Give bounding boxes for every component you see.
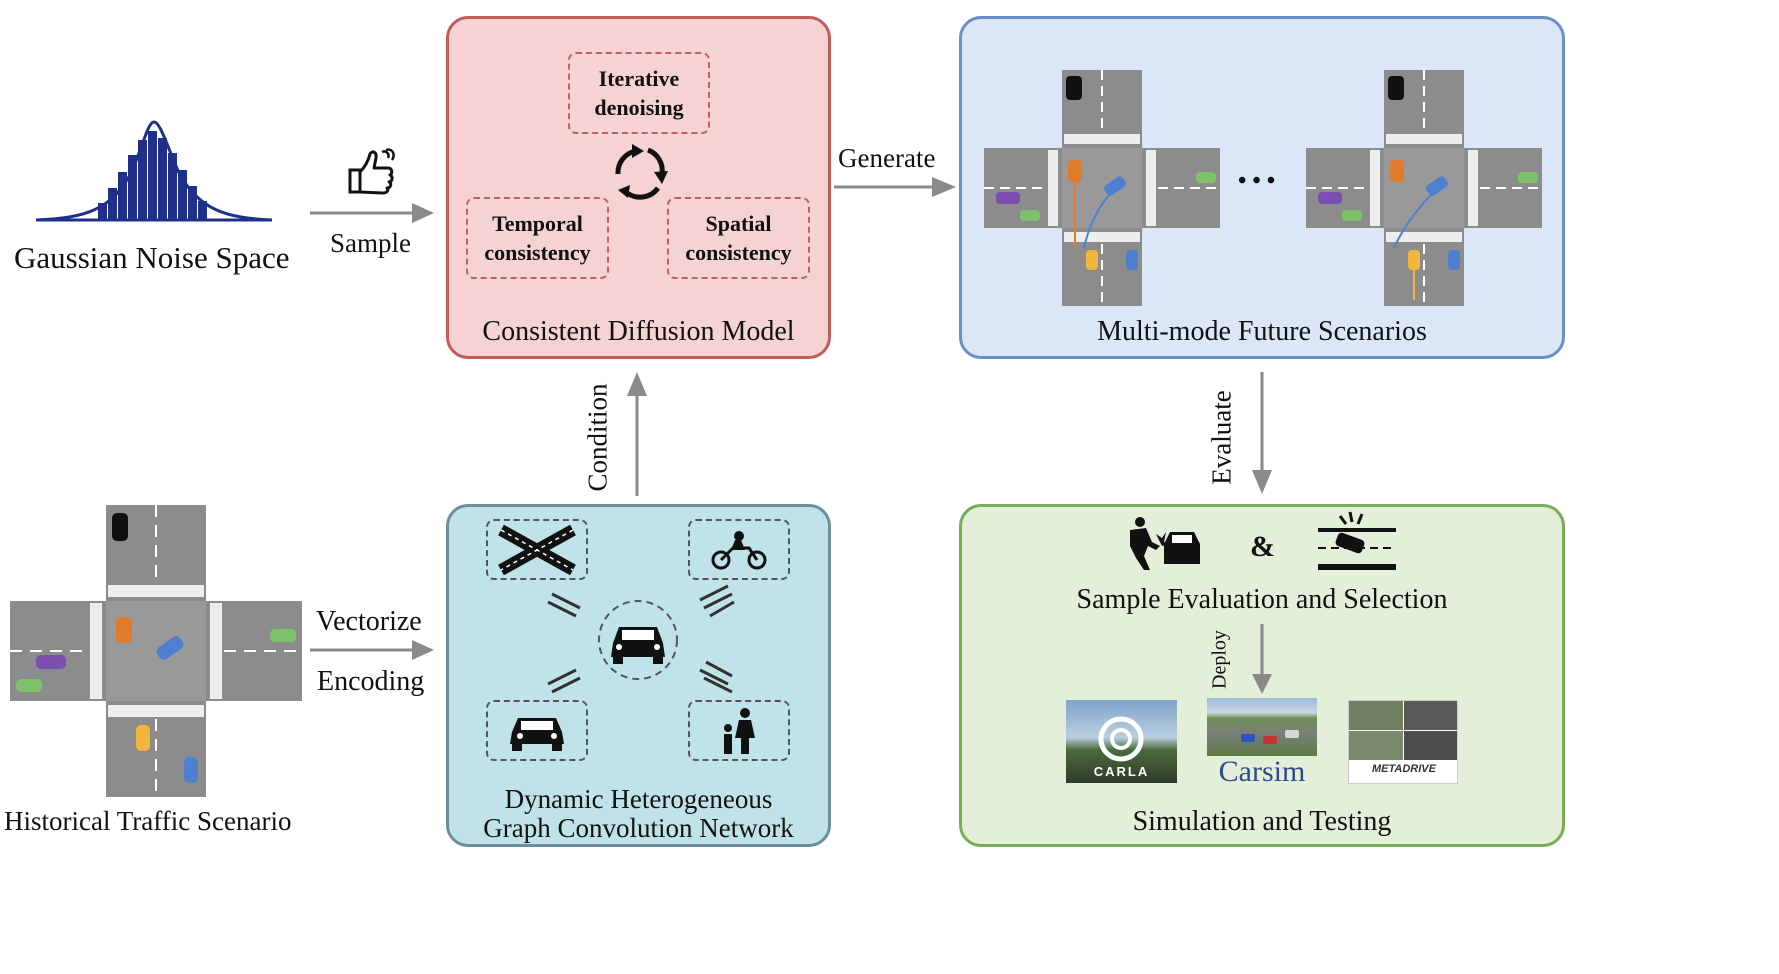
pedestrian-collision-icon <box>1130 517 1200 570</box>
pedestrian-icon <box>724 707 755 754</box>
deploy-arrow <box>1252 624 1272 694</box>
cycle-arrows-icon <box>615 144 668 200</box>
graph-title-line2: Graph Convolution Network <box>483 813 794 843</box>
carsim-cars-icon <box>1241 730 1299 744</box>
vectorize-label: Vectorize <box>316 606 422 637</box>
metadrive-thumbnail: METADRIVE <box>1348 700 1458 784</box>
ego-vehicle-node <box>598 600 678 680</box>
diffusion-title: Consistent Diffusion Model <box>482 316 795 347</box>
sample-arrow <box>310 203 434 223</box>
gaussian-distribution-icon <box>35 120 273 222</box>
historical-label: Historical Traffic Scenario <box>4 806 292 836</box>
evaluate-label: Evaluate <box>1206 390 1237 485</box>
carsim-thumbnail <box>1207 698 1317 756</box>
generate-arrow <box>834 177 956 197</box>
evaluation-title: Sample Evaluation and Selection <box>1076 584 1448 615</box>
edge-arrows <box>547 584 735 694</box>
carla-label: CARLA <box>1093 764 1150 779</box>
carla-thumbnail: CARLA <box>1066 700 1177 783</box>
historical-intersection <box>10 505 302 797</box>
condition-arrow <box>627 372 647 496</box>
pedestrian-node-box <box>688 700 790 761</box>
evaluate-arrow <box>1252 372 1272 494</box>
carsim-label: Carsim <box>1218 755 1306 788</box>
future-intersection-2 <box>1306 70 1542 306</box>
graph-title-line1: Dynamic Heterogeneous <box>504 784 773 814</box>
deploy-label: Deploy <box>1208 630 1231 689</box>
crossing-node-box <box>486 519 588 580</box>
consistent-diffusion-model-box <box>446 16 831 359</box>
ampersand: & <box>1250 530 1275 563</box>
encoding-label: Encoding <box>317 666 425 697</box>
generate-label: Generate <box>838 143 936 173</box>
motorcycle-node-box <box>688 519 790 580</box>
metadrive-label: METADRIVE <box>1372 763 1436 775</box>
future-ellipsis: • • • <box>1238 168 1276 194</box>
sample-label: Sample <box>330 228 411 258</box>
car-icon <box>510 717 564 751</box>
gaussian-noise-label: Gaussian Noise Space <box>14 240 290 275</box>
condition-label: Condition <box>582 383 613 492</box>
motorcycle-icon <box>711 530 767 569</box>
car-node-box <box>486 700 588 761</box>
vehicle-crash-icon <box>1318 511 1396 570</box>
road-crossing-icon <box>498 524 576 575</box>
simulation-title: Simulation and Testing <box>1132 806 1392 837</box>
encoding-arrow <box>310 640 434 660</box>
hand-sample-icon <box>348 148 395 195</box>
future-title: Multi-mode Future Scenarios <box>1097 316 1427 347</box>
carla-logo-icon <box>1098 716 1144 762</box>
future-intersection-1 <box>984 70 1220 306</box>
